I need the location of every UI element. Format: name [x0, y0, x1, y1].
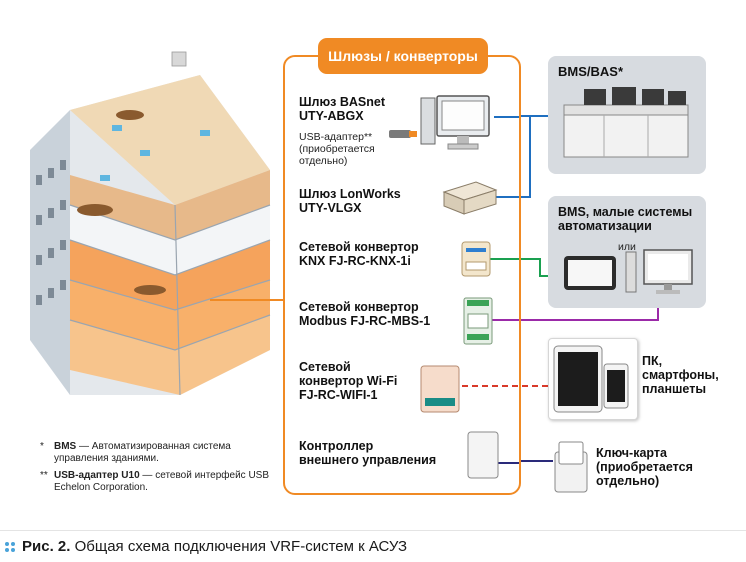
pc-monitor-icon: [625, 249, 693, 294]
figure-caption-label: Рис. 2.: [22, 538, 71, 555]
key-card-label: Ключ-карта (приобретается отдельно): [596, 446, 693, 488]
building-illustration: [30, 51, 271, 396]
lonworks-gateway-device: [442, 181, 498, 215]
bms-bas-label: BMS/BAS*: [558, 64, 624, 79]
gateways-title: Шлюзы / конверторы: [318, 38, 488, 74]
lonworks-gateway-label: Шлюз LonWorks UTY-VLGX: [299, 187, 401, 215]
footnote-2-mark: **: [40, 470, 48, 481]
footnote-1: BMS — Автоматизированная система управле…: [54, 441, 264, 464]
figure-caption-text: Общая схема подключения VRF-систем к АСУ…: [70, 538, 408, 555]
figure-caption: Рис. 2. Общая схема подключения VRF-сист…: [22, 538, 407, 556]
or-label: или: [618, 241, 636, 253]
footnote-2-term: USB-адаптер U10: [54, 470, 140, 481]
footnote-1-mark: *: [40, 441, 44, 452]
footnote-2-text: — сетевой интерфейс USB Echelon Corporat…: [54, 470, 270, 493]
touch-panel-icon: [564, 256, 616, 290]
wifi-converter-device: [420, 365, 460, 413]
caption-dots-icon: [5, 542, 15, 552]
pc-devices-label: ПК, смартфоны, планшеты: [642, 354, 719, 396]
knx-converter-label: Сетевой конвертор KNX FJ-RC-KNX-1i: [299, 240, 419, 268]
bms-workstation-icon: [563, 87, 689, 158]
footnote-1-text: — Автоматизированная система управления …: [54, 441, 231, 464]
basnet-gateway-label: Шлюз BASnet UTY-ABGX: [299, 95, 386, 123]
modbus-converter-label: Сетевой конвертор Modbus FJ-RC-MBS-1: [299, 300, 431, 328]
bms-small-label: BMS, малые системы автоматизации: [558, 205, 693, 233]
tablet-phone-icon: [553, 345, 629, 413]
knx-converter-device: [461, 241, 491, 277]
footnote-1-term: BMS: [54, 441, 77, 452]
lonworks-line: [495, 115, 548, 198]
external-controller-label: Контроллер внешнего управления: [299, 439, 437, 467]
key-card-icon: [554, 441, 588, 493]
usb-adapter-note: USB-адаптер** (приобретается отдельно): [299, 131, 375, 167]
modbus-converter-device: [463, 297, 493, 345]
figure-caption-bar: Рис. 2. Общая схема подключения VRF-сист…: [0, 530, 746, 562]
basnet-gateway-device: [389, 95, 490, 150]
footnote-2: USB-адаптер U10 — сетевой интерфейс USB …: [54, 470, 274, 493]
external-controller-device: [467, 431, 499, 479]
wifi-converter-label: Сетевой конвертор Wi-Fi FJ-RC-WIFI-1: [299, 360, 398, 402]
